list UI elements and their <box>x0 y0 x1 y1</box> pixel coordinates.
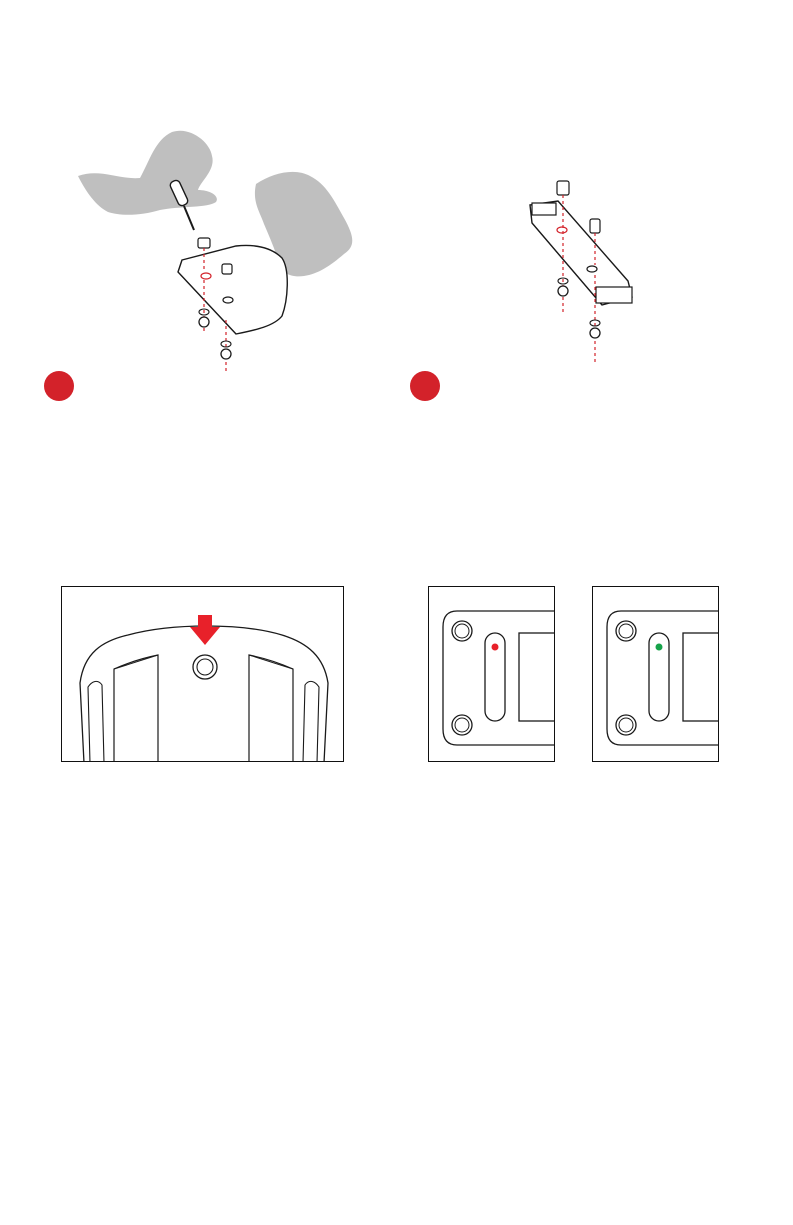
slot-indicator-green-icon <box>593 587 719 762</box>
seat-base-panel <box>61 586 344 762</box>
down-arrow-icon <box>190 615 220 645</box>
step-2-illustration <box>510 175 650 375</box>
step-badge-1 <box>44 371 74 401</box>
slot-indicator-red-icon <box>429 587 555 762</box>
step-badge-2 <box>410 371 440 401</box>
hands-screwdriver-plate-icon <box>60 120 360 380</box>
seat-base-arrow-icon <box>62 587 344 762</box>
step-1-illustration <box>60 120 360 380</box>
bracket-screws-icon <box>510 175 650 375</box>
slot-panel-red <box>428 586 555 762</box>
slot-panel-green <box>592 586 719 762</box>
